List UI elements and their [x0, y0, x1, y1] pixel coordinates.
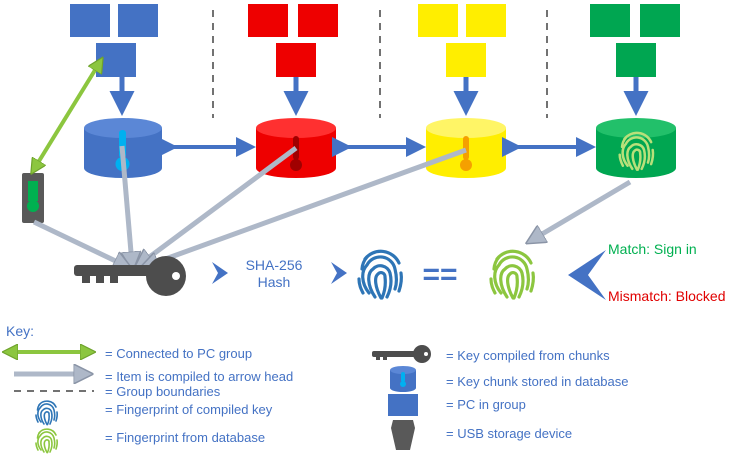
group-red: [248, 4, 338, 178]
legend-item-key: = Key compiled from chunks: [446, 348, 610, 363]
pc-icon: [446, 43, 486, 77]
database-icon: [596, 118, 676, 178]
match-label: Match: Sign in: [608, 241, 697, 257]
legend-fingerprint-icon: [35, 400, 59, 426]
hash-label-line1: SHA-256: [246, 257, 303, 273]
chevron-left-icon: [568, 250, 606, 300]
legend-fingerprint-icon: [35, 428, 59, 454]
pc-icon: [70, 4, 110, 37]
legend: Key: = Connected to PC group = Item is c…: [6, 323, 628, 454]
connected-arrow: [36, 62, 100, 166]
usb-drive-icon: [22, 173, 44, 223]
legend-item-fp-database: = Fingerprint from database: [105, 430, 265, 445]
hash-label-line2: Hash: [258, 274, 291, 290]
fingerprint-icon: [357, 249, 403, 300]
legend-item-chunk: = Key chunk stored in database: [446, 374, 628, 389]
legend-title: Key:: [6, 323, 34, 339]
compile-arrow: [532, 179, 632, 240]
fingerprint-icon: [489, 249, 535, 300]
compile-arrow: [140, 145, 298, 264]
legend-item-pc: = PC in group: [446, 397, 526, 412]
pc-icon: [640, 4, 680, 37]
group-boundaries: [212, 10, 548, 118]
mismatch-label: Mismatch: Blocked: [608, 288, 725, 304]
pc-icon: [418, 4, 458, 37]
legend-database-icon: [390, 366, 416, 392]
legend-key-icon: [372, 345, 431, 363]
pc-icon: [96, 43, 136, 77]
group-yellow: [418, 4, 506, 178]
compile-arrow: [146, 147, 467, 266]
pc-icon: [276, 43, 316, 77]
pc-icon: [616, 43, 656, 77]
pc-icon: [590, 4, 630, 37]
legend-usb-icon: [391, 420, 415, 450]
legend-item-usb: = USB storage device: [446, 426, 572, 441]
group-green: [590, 4, 680, 178]
chevron-right-icon: [212, 262, 228, 284]
key-chunk-icon: [460, 136, 472, 171]
legend-item-compiled: = Item is compiled to arrow head: [105, 369, 293, 384]
legend-item-fp-compiled: = Fingerprint of compiled key: [105, 402, 273, 417]
legend-item-boundaries: = Group boundaries: [105, 384, 221, 399]
compile-arrow: [32, 219, 126, 266]
pc-icon: [466, 4, 506, 37]
legend-item-connected: = Connected to PC group: [105, 346, 252, 361]
legend-pc-icon: [388, 394, 418, 416]
pc-icon: [118, 4, 158, 37]
key-icon: [74, 256, 186, 296]
compile-arrow: [119, 145, 132, 264]
pc-icon: [248, 4, 288, 37]
pc-icon: [298, 4, 338, 37]
chevron-right-icon: [331, 262, 347, 284]
equals-sign: ==: [422, 258, 457, 291]
compile-arrows: [32, 145, 632, 266]
